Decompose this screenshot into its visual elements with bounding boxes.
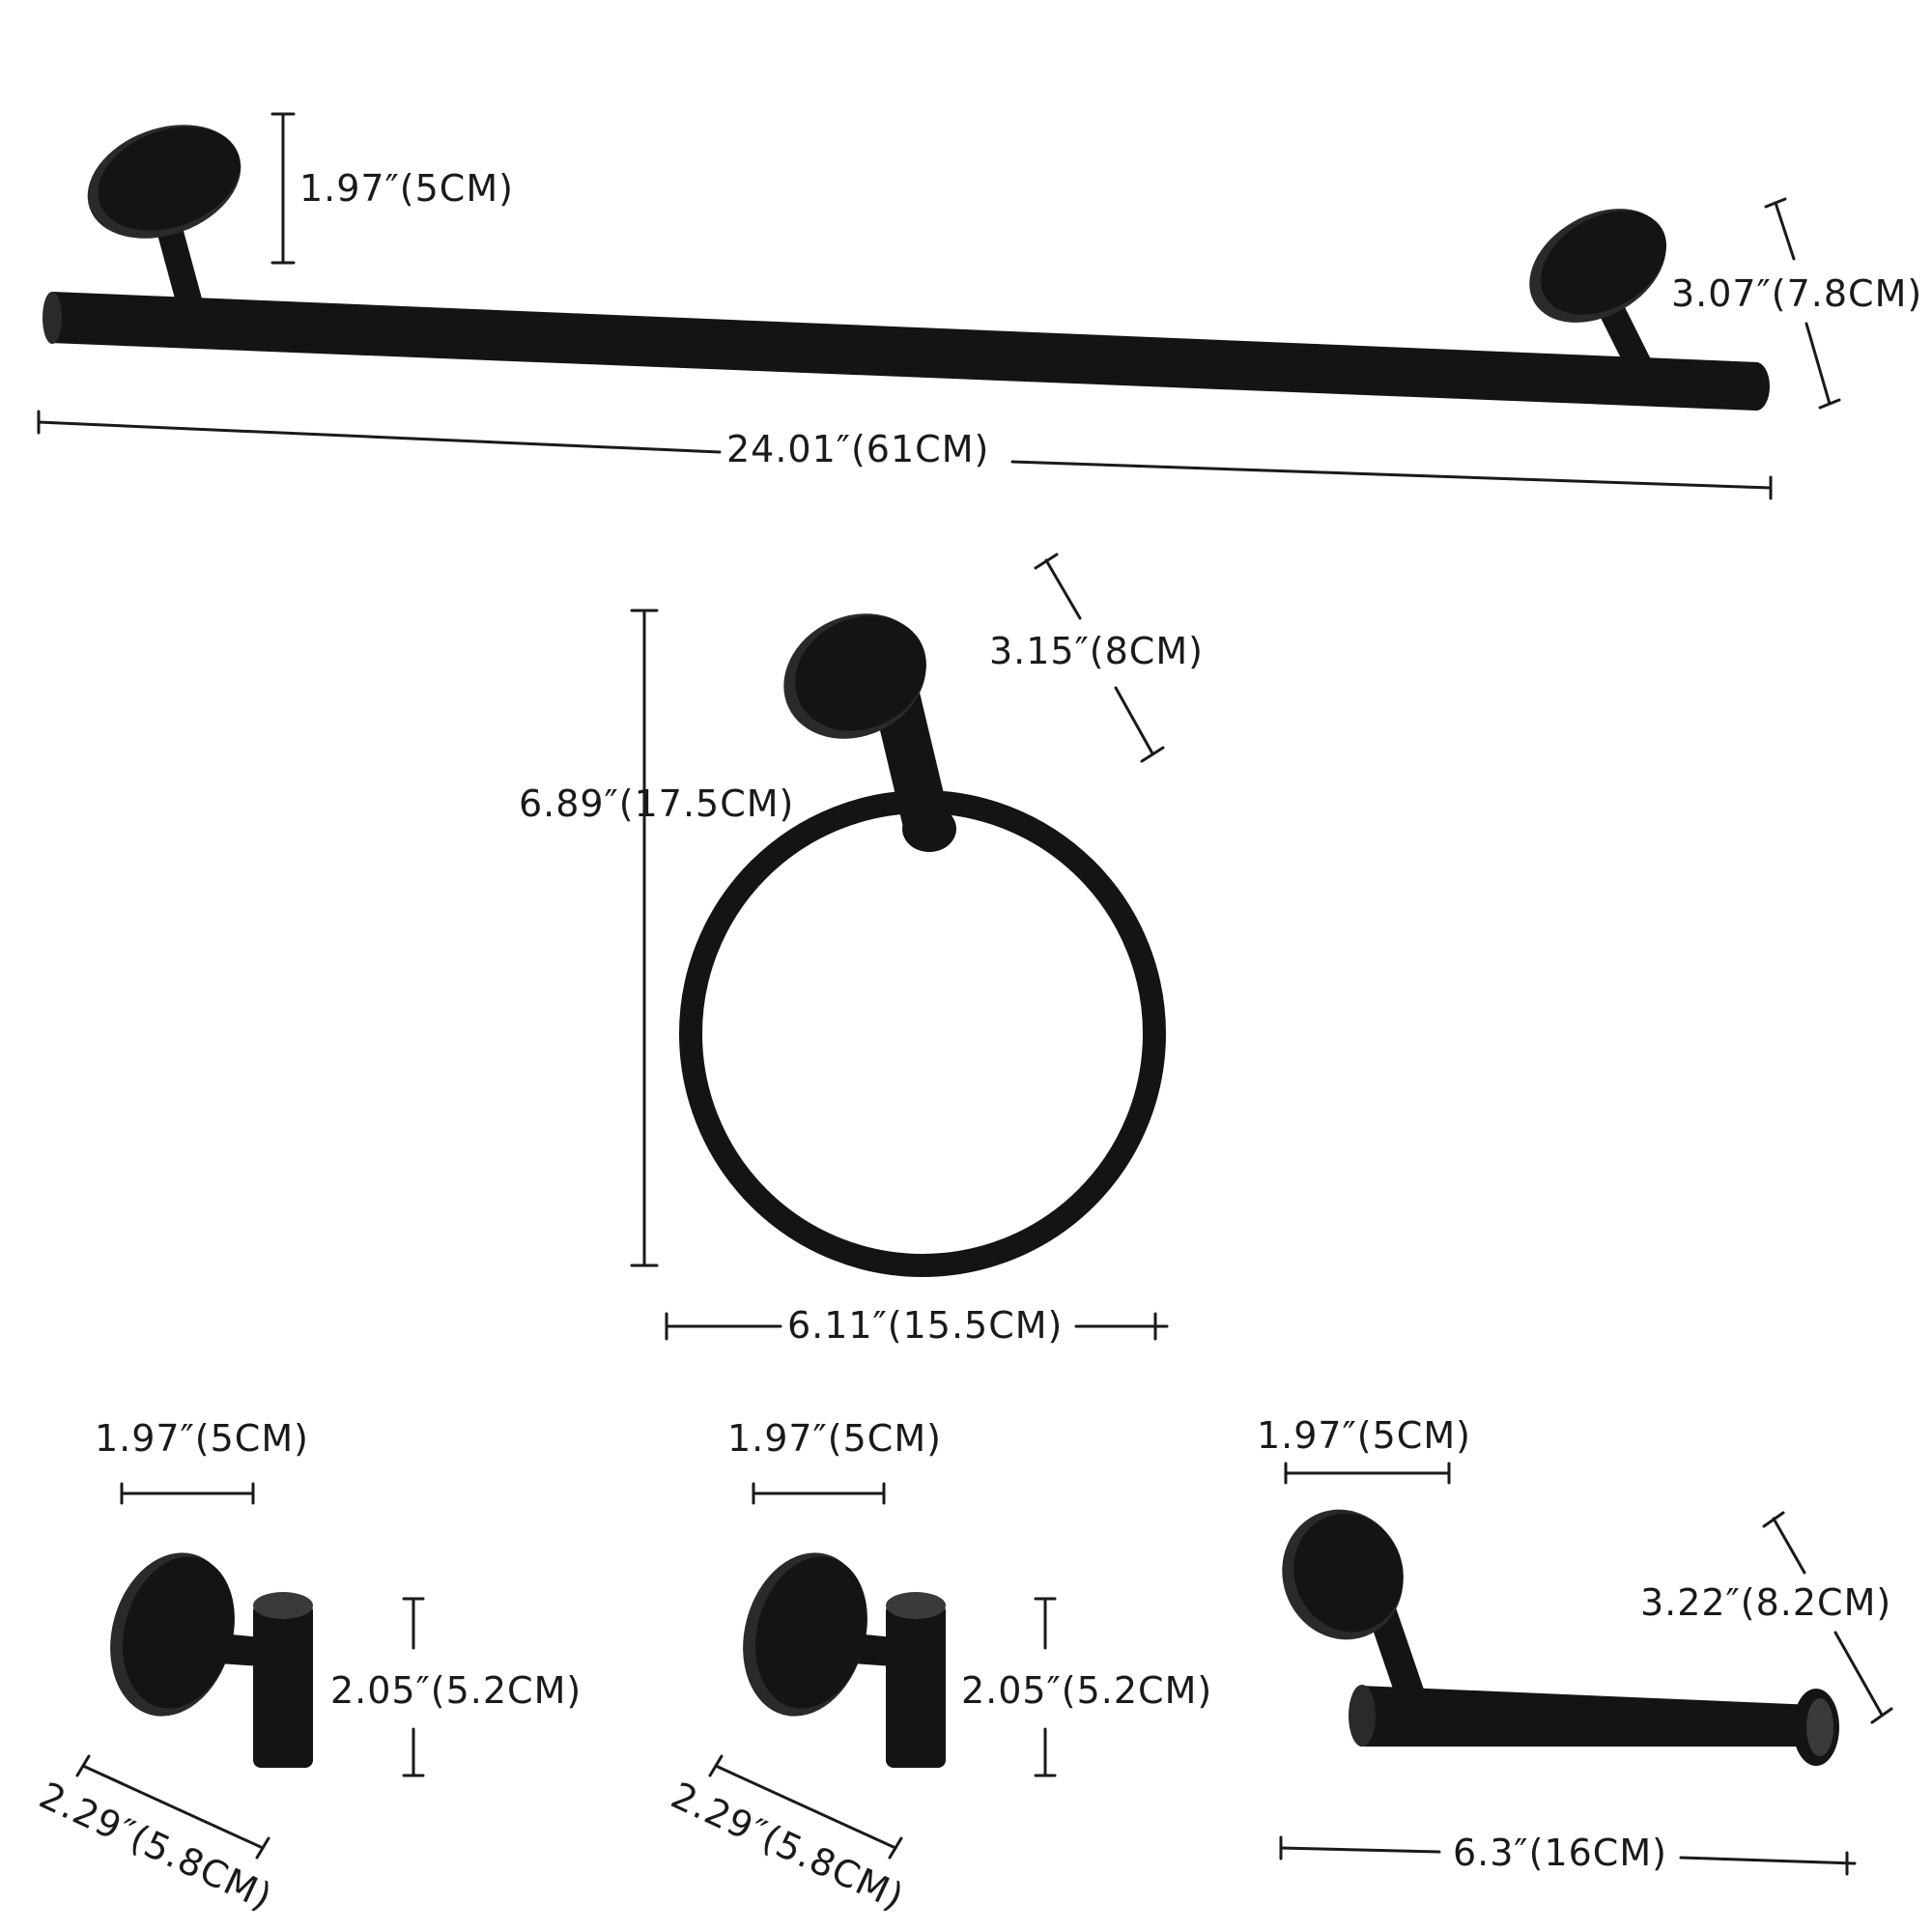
robe-hook-1: 1.97″(5CM) 2.05″(5.2CM) 2.29″(5.8CM) [33, 1417, 582, 1918]
towel-bar-height-label: 1.97″(5CM) [299, 167, 514, 210]
robe-hook-1-depth-dimension [75, 1754, 270, 1860]
towel-bar-rod [50, 292, 1758, 411]
toilet-paper-holder-width-dimension [1284, 1462, 1451, 1485]
robe-hook-1-height-label: 2.05″(5.2CM) [330, 1669, 582, 1712]
towel-bar-depth-dimension [1764, 197, 1841, 410]
towel-ring-hoop [679, 790, 1166, 1277]
robe-hook-2-height-dimension [1034, 1597, 1057, 1777]
robe-hook-1-height-dimension [402, 1597, 425, 1777]
towel-ring-height-label: 6.89″(17.5CM) [519, 782, 794, 825]
robe-hook-1-width-dimension [120, 1482, 255, 1505]
toilet-paper-holder-depth-label: 3.22″(8.2CM) [1640, 1581, 1891, 1624]
toilet-paper-holder-depth-dimension [1762, 1511, 1893, 1724]
toilet-paper-holder-width-label: 1.97″(5CM) [1257, 1414, 1471, 1457]
toilet-paper-holder-length-label: 6.3″(16CM) [1453, 1832, 1667, 1874]
towel-bar-length-dimension [37, 410, 1773, 500]
robe-hook-1-width-label: 1.97″(5CM) [95, 1417, 309, 1460]
towel-ring-depth-dimension [1034, 553, 1165, 763]
robe-hook-1-upright [253, 1604, 313, 1768]
towel-ring-width-dimension [665, 1312, 1169, 1341]
robe-hook-2: 1.97″(5CM) 2.05″(5.2CM) 2.29″(5.8CM) [665, 1417, 1212, 1918]
robe-hook-2-height-label: 2.05″(5.2CM) [961, 1669, 1212, 1712]
towel-bar-depth-label: 3.07″(7.8CM) [1671, 272, 1922, 315]
robe-hook-1-depth-label: 2.29″(5.8CM) [33, 1774, 278, 1918]
towel-ring-height-dimension [630, 609, 659, 1267]
toilet-paper-holder-length-dimension [1279, 1835, 1857, 1876]
robe-hook-2-depth-label: 2.29″(5.8CM) [665, 1774, 910, 1918]
toilet-paper-holder-rod [1360, 1686, 1814, 1747]
robe-hook-2-width-dimension [752, 1482, 886, 1505]
towel-ring: 3.15″(8CM) 6.89″(17.5CM) 6.11″(15.5CM) [519, 553, 1204, 1347]
towel-ring-width-label: 6.11″(15.5CM) [787, 1304, 1063, 1347]
towel-ring-depth-label: 3.15″(8CM) [989, 630, 1204, 672]
towel-bar-length-label: 24.01″(61CM) [726, 428, 989, 470]
towel-bar-height-dimension [270, 112, 296, 265]
towel-ring-post-end [902, 806, 956, 852]
robe-hook-2-upright [886, 1604, 946, 1768]
towel-bar: 1.97″(5CM) 3.07″(7.8CM) 24.01″(61CM) [37, 112, 1922, 500]
robe-hook-2-width-label: 1.97″(5CM) [727, 1417, 942, 1460]
robe-hook-2-depth-dimension [708, 1754, 903, 1860]
toilet-paper-holder: 1.97″(5CM) 3.22″(8.2CM) 6.3″(16CM) [1257, 1414, 1893, 1876]
